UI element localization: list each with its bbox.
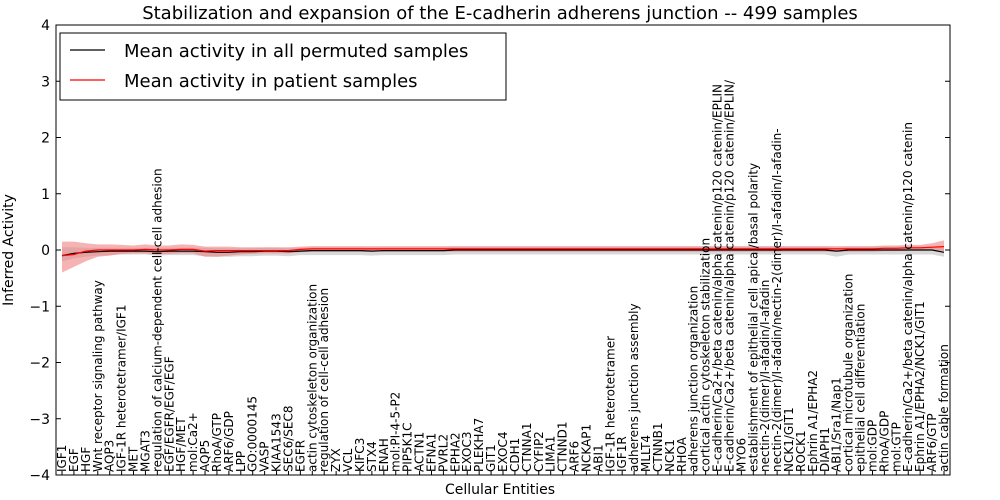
x-tick-label: SEC6/SEC8 [282,406,296,472]
x-tick-label: NCK1/GIT1 [782,407,796,472]
x-tick-label: IGF1 [55,445,69,472]
y-tick-label: 3 [41,74,50,90]
x-tick-label: PVRL2 [436,434,450,472]
x-tick-label: E-cadherin/Ca2+/beta catenin/alpha caten… [711,84,725,472]
x-tick-label: KIAA1543 [270,413,284,472]
x-tick-label: PLEKHA7 [472,418,486,472]
x-tick-label: nectin-2(dimer)/I-afadin/nectin-2(dimer)… [770,128,784,472]
x-tick-label: mol:PI-4-5-P2 [389,392,403,472]
y-tick-label: −1 [29,299,50,315]
x-tick-label: EXOC4 [496,432,510,473]
x-tick-label: Wnt receptor signaling pathway [91,280,105,472]
x-tick-label: CDH1 [508,438,522,472]
x-tick-label: GIT1 [484,444,498,472]
legend-label-patient: Mean activity in patient samples [124,71,418,92]
x-tick-label: CTNNA1 [520,422,534,472]
x-tick-label: regulation of cell-cell adhesion [317,288,331,472]
x-tick-label: CTNND1 [556,421,570,472]
x-tick-label: EGF [67,448,81,472]
x-tick-label: EGF/EGFR/EGF/EGF [162,356,176,472]
x-tick-label: EFNA1 [425,433,439,472]
x-tick-label: LPP [234,451,248,472]
y-tick-label: 4 [41,18,50,34]
x-tick-label: RHOA [675,436,689,472]
y-tick-label: 2 [41,131,50,147]
x-tick-label: Ephrin A1/EPHA2/NCK1/GIT1 [913,301,927,472]
legend-box [59,32,507,101]
x-tick-label: HGF/MET [174,417,188,472]
x-tick-label: IGF-1R heterotetramer/IGF1 [115,305,129,472]
x-tick-label: actin cable formation [937,344,951,472]
legend: Mean activity in all permuted samples Me… [59,32,507,101]
x-tick-label: VCL [341,448,355,472]
x-tick-label: regulation of calcium-dependent cell-cel… [150,168,164,472]
x-tick-label: E-cadherin/Ca2+/beta catenin/alpha caten… [901,122,915,472]
x-tick-label: ARF6 [568,441,582,472]
x-tick-label: CTNNB1 [651,422,665,472]
x-tick-label: adherens junction organization [687,286,701,472]
x-tick-label: HGF [79,447,93,472]
x-tick-label: MYO6 [734,438,748,472]
y-axis-label: Inferred Activity [1,194,17,306]
x-tick-label: mol:GDP [866,420,880,472]
chart-title: Stabilization and expansion of the E-cad… [142,3,858,24]
x-tick-label: NCKAP1 [579,424,593,472]
legend-label-permuted: Mean activity in all permuted samples [124,41,468,62]
y-axis-ticks: 4 3 2 1 0 −1 −2 −3 −4 [29,18,950,484]
x-tick-label: ARF6/GDP [222,411,236,472]
x-axis-label: Cellular Entities [445,482,555,498]
x-tick-label: AQP5 [198,440,212,472]
x-tick-label: RhoA/GDP [877,411,891,472]
series-lines [61,246,945,257]
x-tick-label: nectin-2(dimer)/I-afadin/I-afadin [758,280,772,472]
x-tick-label: ARF6/GTP [925,413,939,472]
x-tick-label: ENAH [377,438,391,472]
x-tick-label: KIFC3 [353,438,367,472]
x-tick-label: STX4 [365,441,379,472]
x-tick-label: VASP [258,441,272,472]
y-tick-label: −4 [29,468,50,484]
x-tick-label: EPHA2 [448,432,462,472]
x-tick-label: GO:0000145 [246,396,260,472]
x-tick-label: mol:GTP [889,422,903,472]
x-tick-label: adherens junction assembly [627,303,641,472]
x-tick-label: ROCK1 [794,430,808,472]
x-tick-label: IGF1R [615,436,629,472]
x-tick-label: ABI1/Sra1/Nap1 [830,377,844,472]
x-tick-label: mol:Ca2+ [186,412,200,472]
permuted-mean-line [61,249,945,257]
x-tick-label: EXOC3 [460,432,474,473]
x-tick-label: Ephrin A1/EPHA2 [806,370,820,472]
x-tick-label: ACTN1 [413,432,427,472]
x-tick-label: epithelial cell differentiation [854,304,868,472]
y-tick-label: −3 [29,412,50,428]
x-tick-label: ABI1 [591,444,605,472]
x-tick-label: CYFIP2 [532,431,546,472]
patient-mean-line [61,246,945,257]
x-tick-label: cortical actin cytoskeleton stabilizatio… [699,238,713,472]
x-tick-label: E-cadherin/Ca2+/beta catenin/alpha caten… [723,79,737,472]
x-tick-label: PIP5K1C [401,422,415,472]
x-tick-label: actin cytoskeleton organization [305,284,319,472]
x-tick-label: cortical microtubule organization [842,274,856,472]
y-tick-label: 1 [41,187,50,203]
x-tick-label: RhoA/GTP [210,413,224,472]
y-tick-label: −2 [29,356,50,372]
x-tick-label: MGAT3 [138,430,152,472]
y-tick-label: 0 [41,243,50,259]
x-tick-label: LIMA1 [544,436,558,472]
x-tick-label: ZYX [329,448,343,472]
x-tick-label: NCK1 [663,439,677,472]
x-tick-label: establishment of epithelial cell apical/… [746,163,760,472]
x-tick-label: MLLT4 [639,435,653,472]
x-tick-label: AQP3 [103,440,117,472]
x-tick-label: EGFR [293,440,307,472]
x-tick-label: MET [127,446,141,472]
x-tick-label: IGF-1R heterotetramer [603,336,617,472]
x-tick-label: DIAPH1 [818,427,832,472]
